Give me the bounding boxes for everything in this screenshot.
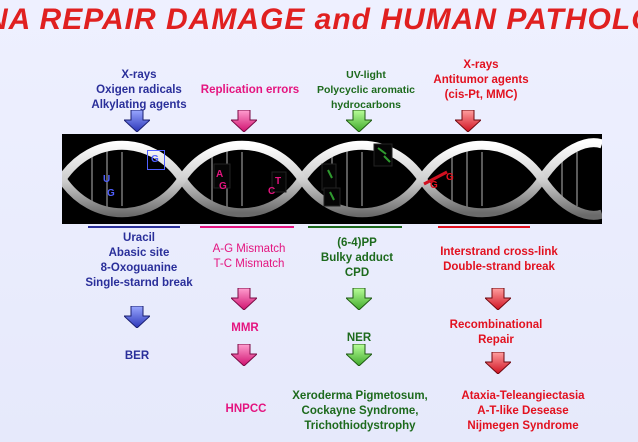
dna-mark-t: T (275, 176, 282, 187)
recombination-disease-item: Nijmegen Syndrome (467, 420, 579, 432)
dna-mark-u: U (103, 174, 111, 185)
ber-lesion: 8-Oxoguanine (100, 262, 178, 274)
ner-disease-item: Trichothiodystrophy (304, 420, 416, 432)
damaged-base-box (147, 150, 165, 170)
dna-mark-g-boxed: G (151, 154, 159, 165)
recombination-lesions: Interstrand cross-link Double-strand bre… (424, 245, 574, 275)
ber-agent: X-rays (121, 69, 157, 81)
ber-lesion: Abasic site (108, 247, 170, 259)
dna-mark-g: G (107, 188, 115, 199)
mmr-agents: Replication errors (190, 83, 310, 98)
recombination-disease-item: Ataxia-Teleangiectasia (461, 390, 585, 402)
page-title: NA REPAIR DAMAGE and HUMAN PATHOLOG (0, 3, 638, 36)
dna-mark-g-crosslink-1: G (430, 180, 438, 191)
ner-repair-label: NER (346, 332, 372, 344)
ber-repair-label: BER (124, 350, 150, 362)
ber-agent: Alkylating agents (91, 99, 187, 111)
ner-lesions: (6-4)PP Bulky adduct CPD (302, 236, 412, 281)
dna-mark-a: A (216, 169, 224, 180)
ber-down-arrow-icon (124, 110, 150, 132)
ner-lesion: Bulky adduct (320, 252, 394, 264)
recombination-agent: X-rays (463, 59, 499, 71)
recombination-down-arrow-2-icon (485, 288, 511, 310)
mmr-disease-item: HNPCC (225, 403, 267, 415)
dna-helix-image: G U G A G T C G G (58, 134, 604, 224)
ber-lesion: Uracil (123, 232, 155, 244)
ber-agents: X-rays Oxigen radicals Alkylating agents (80, 68, 198, 113)
ber-lesions: Uracil Abasic site 8-Oxoguanine Single-s… (74, 231, 204, 291)
dna-helix-icon (58, 138, 604, 220)
ber-lesion: Single-starnd break (85, 277, 193, 289)
recombination-underline (438, 226, 530, 228)
mmr-down-arrow-2-icon (231, 288, 257, 310)
ner-agent: hydrocarbons (330, 99, 401, 111)
dna-mark-c: C (268, 186, 276, 197)
ner-agents: UV-light Polycyclic aromatic hydrocarbon… (305, 68, 427, 113)
recombination-agent: Antitumor agents (433, 74, 529, 86)
ner-down-arrow-2-icon (346, 288, 372, 310)
recombination-disease-item: A-T-like Desease (477, 405, 569, 417)
ber-agent: Oxigen radicals (96, 84, 182, 96)
ber-down-arrow-2-icon (124, 306, 150, 328)
recombination-agents: X-rays Antitumor agents (cis-Pt, MMC) (420, 58, 542, 103)
ner-agent: UV-light (346, 69, 386, 81)
mmr-underline (200, 226, 294, 228)
recombination-repair-line: Recombinational (449, 319, 543, 331)
mmr-down-arrow-icon (231, 110, 257, 132)
ner-down-arrow-icon (346, 110, 372, 132)
recombination-lesion: Interstrand cross-link (440, 246, 558, 258)
dna-mark-g-mismatch: G (219, 181, 227, 192)
ner-agent: Polycyclic aromatic (316, 84, 416, 96)
mmr-lesions: A-G Mismatch T-C Mismatch (194, 242, 304, 272)
mmr-disease: HNPCC (216, 402, 276, 417)
ner-lesion: (6-4)PP (337, 237, 377, 249)
ner-disease-item: Cockayne Syndrome, (301, 405, 419, 417)
mmr-repair-label: MMR (231, 322, 259, 334)
ner-down-arrow-3-icon (346, 344, 372, 366)
recombination-agent: (cis-Pt, MMC) (444, 89, 518, 101)
recombination-down-arrow-icon (455, 110, 481, 132)
mmr-down-arrow-3-icon (231, 344, 257, 366)
recombination-disease: Ataxia-Teleangiectasia A-T-like Desease … (448, 389, 598, 434)
recombination-lesion: Double-strand break (443, 261, 555, 273)
ber-underline (88, 226, 180, 228)
dna-mark-g-crosslink-2: G (446, 172, 454, 183)
mmr-lesion: A-G Mismatch (212, 243, 286, 255)
mmr-lesion: T-C Mismatch (213, 258, 285, 270)
recombination-repair-label: Recombinational Repair (436, 318, 556, 348)
recombination-down-arrow-3-icon (485, 352, 511, 374)
ner-disease: Xeroderma Pigmetosum, Cockayne Syndrome,… (282, 389, 438, 434)
mmr-agent: Replication errors (200, 84, 300, 96)
ner-lesion: CPD (344, 267, 370, 279)
ner-disease-item: Xeroderma Pigmetosum, (292, 390, 428, 402)
recombination-repair-line: Repair (478, 334, 514, 346)
ner-underline (308, 226, 402, 228)
